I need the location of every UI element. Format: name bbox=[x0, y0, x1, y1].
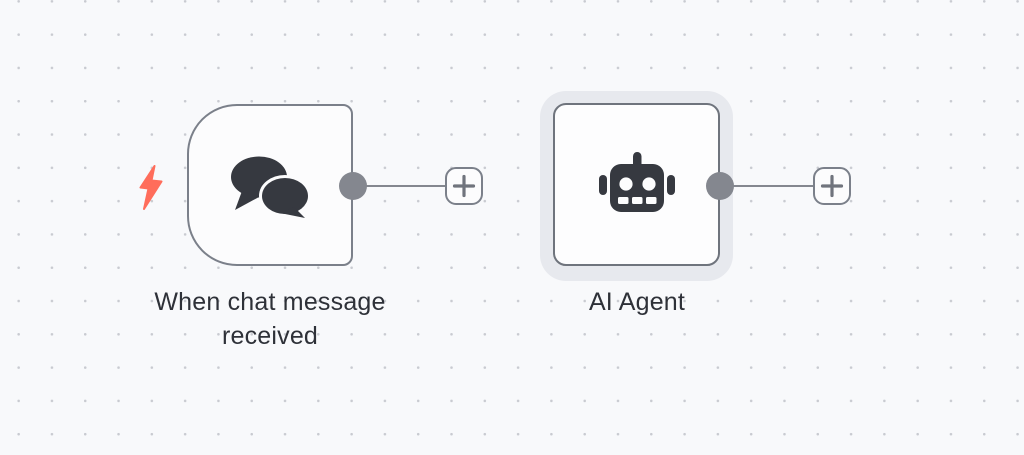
robot-icon bbox=[598, 151, 675, 218]
connection-line bbox=[720, 184, 814, 188]
output-endpoint-dot[interactable] bbox=[706, 172, 734, 200]
add-node-button[interactable] bbox=[445, 167, 483, 205]
chat-bubbles-icon bbox=[229, 152, 315, 225]
add-node-button[interactable] bbox=[813, 167, 851, 205]
connection-line bbox=[353, 184, 446, 188]
lightning-trigger-icon bbox=[137, 165, 164, 210]
output-endpoint-dot[interactable] bbox=[339, 172, 367, 200]
node-chat-trigger[interactable] bbox=[187, 104, 353, 266]
node-ai-agent[interactable] bbox=[553, 103, 720, 266]
plus-icon bbox=[452, 174, 476, 198]
node-label-chat-trigger: When chat message received bbox=[154, 288, 386, 350]
plus-icon bbox=[820, 174, 844, 198]
node-label-ai-agent: AI Agent bbox=[588, 288, 686, 316]
